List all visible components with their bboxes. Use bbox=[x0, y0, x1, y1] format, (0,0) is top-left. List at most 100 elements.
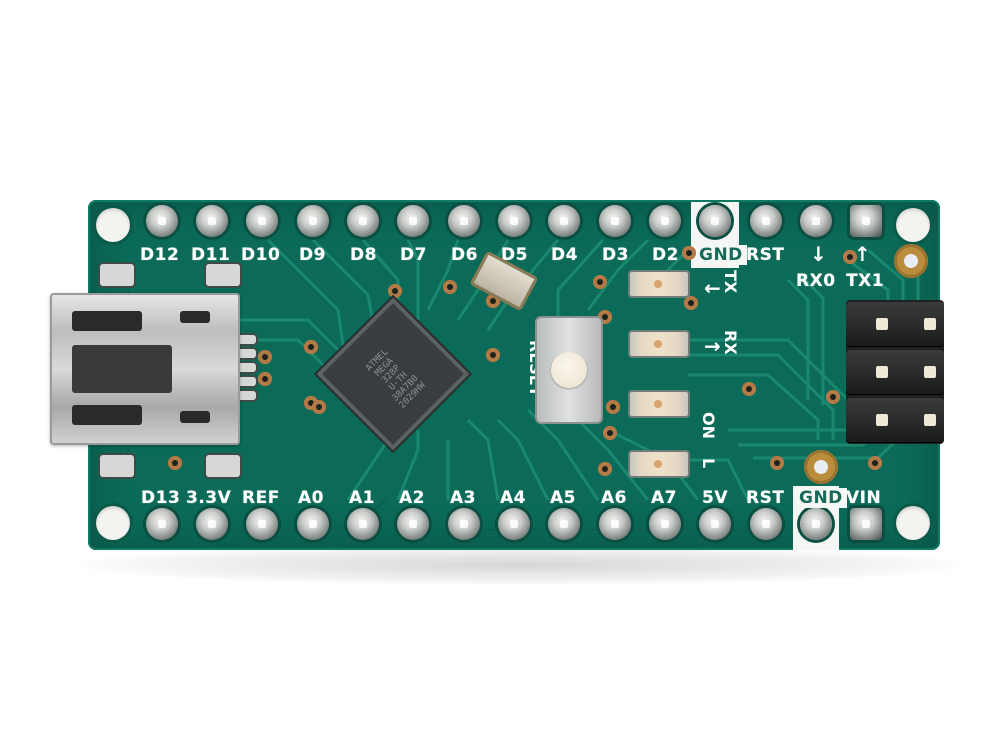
usb-slot bbox=[72, 405, 142, 425]
label-gnd-bottom: GND bbox=[795, 488, 847, 508]
label-d12: D12 bbox=[140, 245, 180, 265]
mounting-hole-bottom-right bbox=[896, 506, 930, 540]
usb-port-opening bbox=[72, 345, 172, 393]
label-a5: A5 bbox=[550, 488, 576, 508]
label-d5: D5 bbox=[501, 245, 528, 265]
pin-d10 bbox=[246, 205, 278, 237]
pin-vin bbox=[850, 508, 882, 540]
label-rx-led: RX bbox=[721, 330, 740, 355]
via bbox=[168, 456, 182, 470]
via bbox=[603, 426, 617, 440]
label-d13: D13 bbox=[141, 488, 181, 508]
label-vin: VIN bbox=[846, 488, 882, 508]
arrow-left-icon: ← bbox=[704, 276, 721, 300]
label-a7: A7 bbox=[651, 488, 677, 508]
icsp-pin-header[interactable] bbox=[846, 300, 944, 444]
pin-a3 bbox=[448, 508, 480, 540]
pin-a7 bbox=[649, 508, 681, 540]
pin-tx1 bbox=[850, 205, 882, 237]
via bbox=[868, 456, 882, 470]
label-a2: A2 bbox=[399, 488, 425, 508]
header-pin bbox=[924, 366, 936, 378]
mounting-hole-top-left bbox=[96, 208, 130, 242]
reset-button[interactable] bbox=[537, 318, 601, 422]
header-row bbox=[846, 350, 944, 394]
pin-d2 bbox=[649, 205, 681, 237]
pin-a2 bbox=[397, 508, 429, 540]
via bbox=[443, 280, 457, 294]
label-d3: D3 bbox=[602, 245, 629, 265]
pin-a4 bbox=[498, 508, 530, 540]
label-d11: D11 bbox=[191, 245, 231, 265]
pin-d7 bbox=[397, 205, 429, 237]
label-rst-bottom: RST bbox=[746, 488, 785, 508]
l-led bbox=[630, 452, 688, 476]
reset-button-cap[interactable] bbox=[551, 352, 587, 388]
pin-a5 bbox=[548, 508, 580, 540]
via bbox=[258, 350, 272, 364]
label-d6: D6 bbox=[451, 245, 478, 265]
arrow-right-icon: → bbox=[704, 334, 721, 358]
usb-pin-pad bbox=[238, 363, 256, 372]
smd-pad bbox=[206, 455, 240, 477]
label-a1: A1 bbox=[349, 488, 375, 508]
label-a3: A3 bbox=[450, 488, 476, 508]
via bbox=[843, 250, 857, 264]
via bbox=[598, 462, 612, 476]
pin-gnd-bottom bbox=[800, 508, 832, 540]
via bbox=[388, 284, 402, 298]
gold-pad-bottom-right bbox=[804, 450, 838, 484]
via bbox=[486, 348, 500, 362]
on-led bbox=[630, 392, 688, 416]
label-d7: D7 bbox=[400, 245, 427, 265]
pin-d11 bbox=[196, 205, 228, 237]
pin-d13 bbox=[146, 508, 178, 540]
via bbox=[593, 275, 607, 289]
usb-tab bbox=[180, 411, 210, 423]
usb-pin-pad bbox=[238, 335, 256, 344]
pin-rst-top bbox=[750, 205, 782, 237]
usb-pin-pad bbox=[238, 391, 256, 400]
via bbox=[684, 296, 698, 310]
pin-d4 bbox=[548, 205, 580, 237]
label-l-led: L bbox=[699, 458, 718, 469]
pin-5v bbox=[699, 508, 731, 540]
pin-d8 bbox=[347, 205, 379, 237]
usb-tab bbox=[180, 311, 210, 323]
label-d2: D2 bbox=[652, 245, 679, 265]
pin-rst-bottom bbox=[750, 508, 782, 540]
usb-pin-pad bbox=[238, 349, 256, 358]
label-a6: A6 bbox=[601, 488, 627, 508]
label-a0: A0 bbox=[298, 488, 324, 508]
label-a4: A4 bbox=[500, 488, 526, 508]
pin-a0 bbox=[297, 508, 329, 540]
mini-usb-connector[interactable] bbox=[50, 293, 240, 445]
label-ref: REF bbox=[242, 488, 280, 508]
via bbox=[826, 390, 840, 404]
via bbox=[312, 400, 326, 414]
usb-pin-pad bbox=[238, 377, 256, 386]
label-d8: D8 bbox=[350, 245, 377, 265]
header-pin bbox=[876, 414, 888, 426]
arrow-down-icon: ↓ bbox=[810, 242, 827, 266]
pin-d5 bbox=[498, 205, 530, 237]
label-rx0: RX0 bbox=[796, 271, 836, 291]
label-d9: D9 bbox=[299, 245, 326, 265]
pin-d6 bbox=[448, 205, 480, 237]
label-d10: D10 bbox=[241, 245, 281, 265]
label-tx1: TX1 bbox=[846, 271, 885, 291]
via bbox=[770, 456, 784, 470]
header-pin bbox=[924, 318, 936, 330]
pin-a1 bbox=[347, 508, 379, 540]
arrow-up-icon: ↑ bbox=[854, 242, 871, 266]
pin-a6 bbox=[599, 508, 631, 540]
via bbox=[742, 382, 756, 396]
pin-d3 bbox=[599, 205, 631, 237]
label-on-led: ON bbox=[699, 412, 718, 439]
smd-pad bbox=[100, 455, 134, 477]
label-gnd-top: GND bbox=[695, 245, 747, 265]
label-3v3: 3.3V bbox=[186, 488, 232, 508]
header-pin bbox=[876, 318, 888, 330]
usb-slot bbox=[72, 311, 142, 331]
